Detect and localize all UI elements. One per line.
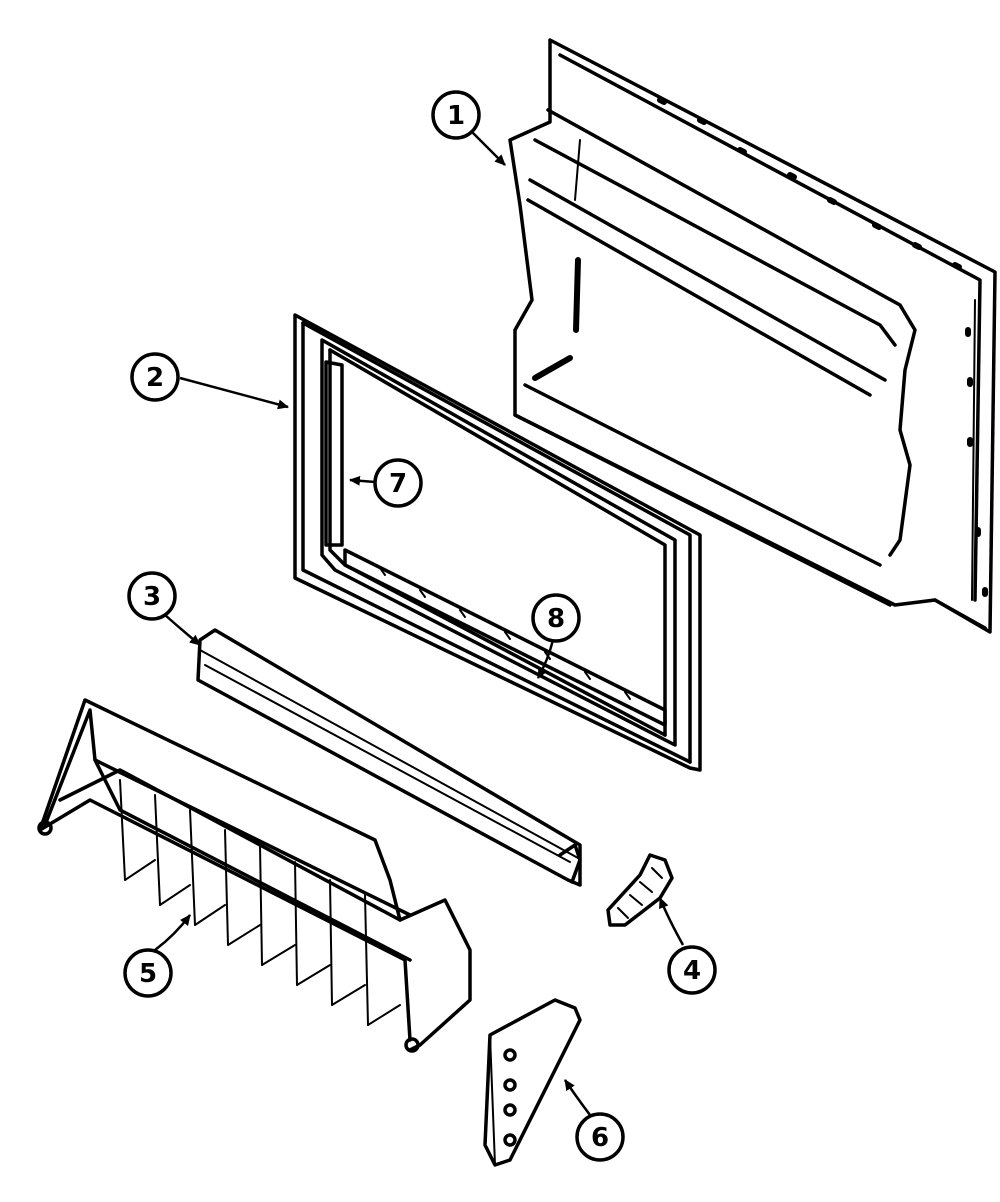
callout-3: 3: [127, 571, 177, 621]
part-6-hinge-bracket: [483, 998, 582, 1167]
part-8-gasket-strip: [343, 548, 667, 727]
callout-6-label: 6: [591, 1123, 609, 1153]
callout-5: 5: [123, 948, 173, 998]
callout-1-label: 1: [447, 101, 465, 131]
part-4-clip: [606, 853, 674, 927]
part-3-retainer-bar: [196, 628, 582, 887]
callout-7: 7: [373, 458, 423, 508]
liner-mounting-holes: [657, 97, 988, 597]
callout-2: 2: [130, 352, 180, 402]
callout-6: 6: [575, 1112, 625, 1162]
part-7-gasket-strip: [324, 360, 344, 547]
callout-8: 8: [531, 593, 581, 643]
callout-4-label: 4: [683, 956, 701, 986]
callout-3-label: 3: [143, 582, 161, 612]
part-5-wire-basket: [37, 698, 472, 1053]
callout-5-label: 5: [139, 959, 157, 989]
part-1-door-liner: [508, 38, 997, 634]
callout-2-label: 2: [146, 363, 164, 393]
callout-1: 1: [431, 90, 481, 140]
callout-7-label: 7: [389, 469, 407, 499]
callout-4: 4: [667, 945, 717, 995]
leader-lines: [154, 129, 685, 1116]
part-2-door-gasket: [293, 313, 702, 772]
callout-8-label: 8: [547, 604, 565, 634]
